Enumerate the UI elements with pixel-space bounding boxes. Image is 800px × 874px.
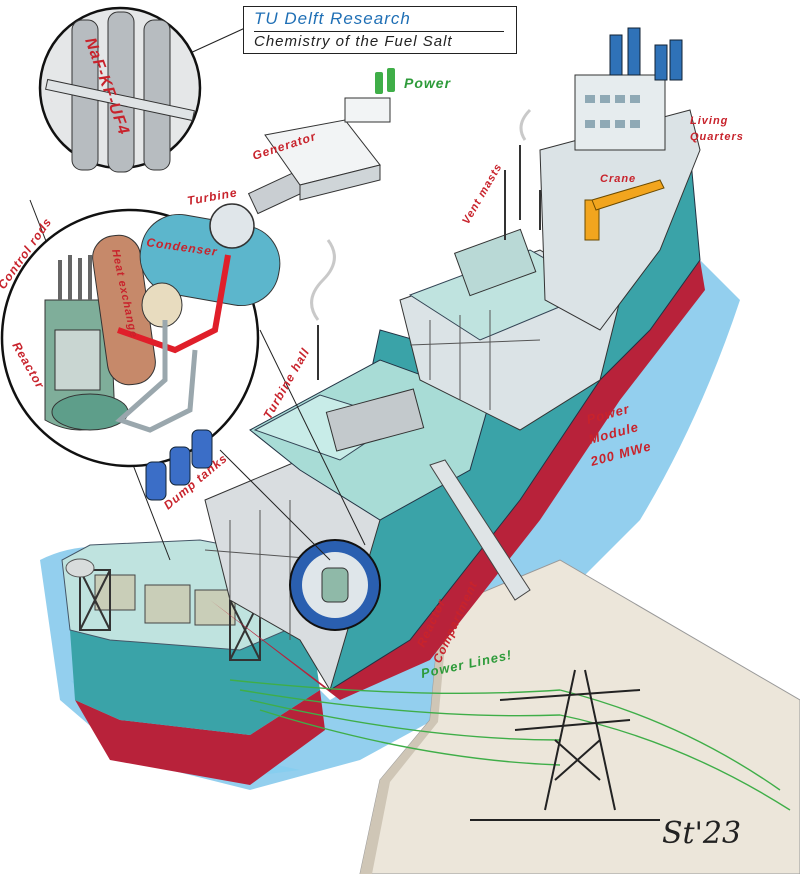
exhaust-smoke <box>310 108 532 321</box>
reactor-cutaway-vessel <box>321 567 349 603</box>
living-quarters-block <box>539 109 701 331</box>
barge-hull-red <box>75 690 325 785</box>
reactor-detail-contents <box>44 167 313 433</box>
ship-hull-red <box>210 260 705 700</box>
vent-masts <box>504 145 541 240</box>
power-insulators <box>375 68 395 94</box>
grey-piping <box>115 320 198 433</box>
power-module-housing <box>453 228 537 297</box>
reactor-core <box>54 329 101 391</box>
generator-box-side <box>299 164 381 201</box>
crane <box>584 179 665 241</box>
title-box: TU Delft Research Chemistry of the Fuel … <box>243 6 517 54</box>
transmission-pylon <box>470 669 660 821</box>
dump-tanks <box>145 429 213 501</box>
power-lines <box>229 679 791 811</box>
pier-edge <box>360 610 448 874</box>
title-line-research: TU Delft Research <box>254 9 411 28</box>
title-line-subject: Chemistry of the Fuel Salt <box>254 31 504 50</box>
transformer-yard <box>94 574 236 626</box>
pump-unit <box>141 282 183 328</box>
red-steam-pipe <box>117 254 231 354</box>
turbine-machinery <box>325 388 425 452</box>
barge-tank <box>65 558 95 578</box>
pier <box>359 559 800 874</box>
label-crane: Crane <box>600 173 636 185</box>
power-transformer <box>344 97 391 123</box>
fuel-rod-spacer <box>45 78 195 122</box>
label-living-quarters-1: Living <box>690 115 728 127</box>
funnels <box>609 27 683 81</box>
quarters-windows <box>585 95 640 128</box>
gangway <box>429 459 531 601</box>
label-living-quarters-2: Quarters <box>690 131 744 143</box>
barge-hull-teal <box>70 620 320 735</box>
reactor-basin <box>51 393 129 431</box>
label-power: Power <box>404 75 452 91</box>
superstructure <box>574 74 666 151</box>
label-vent-masts: Vent masts <box>460 161 505 226</box>
artist-signature: St'23 <box>662 816 742 851</box>
power-module-grid <box>409 310 541 410</box>
turbine-wheel <box>209 203 255 249</box>
